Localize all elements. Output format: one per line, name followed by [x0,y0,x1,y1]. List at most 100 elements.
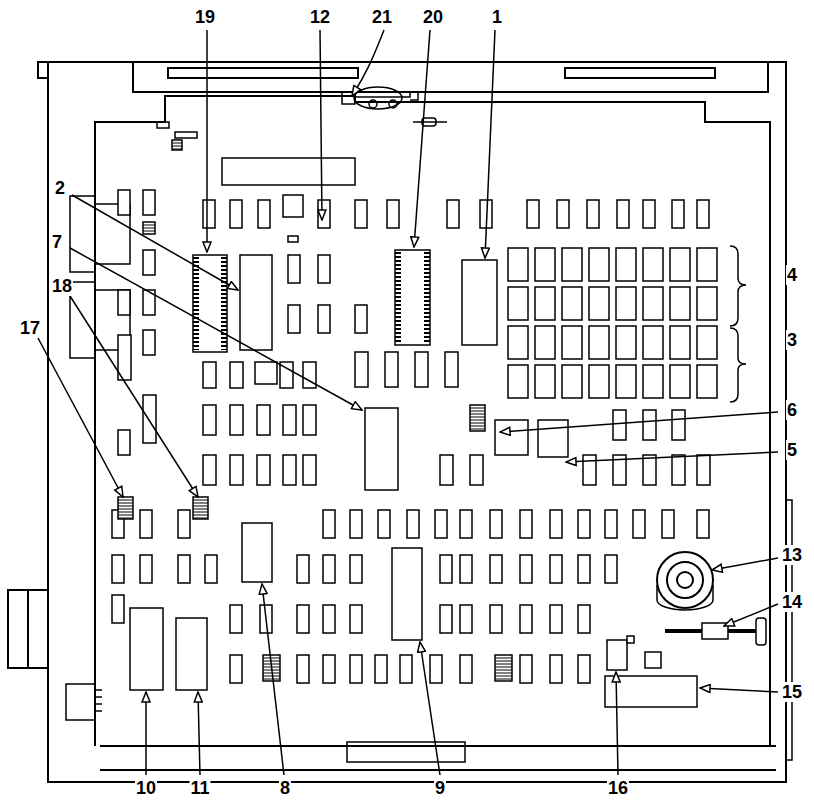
connector-pins [95,690,102,711]
ic-chip [143,395,156,443]
ic-chip [550,605,562,633]
ic-chip [297,655,309,683]
ic-chip [662,510,674,538]
side-bracket [786,500,792,760]
ic-chip [365,408,398,490]
callout-number: 13 [781,545,803,565]
leader-line [320,30,322,220]
ic-chip [697,200,709,228]
ic-chip [589,326,609,359]
ic-chip [230,362,243,388]
screw-symbol [369,100,377,108]
bottom-connector [347,742,465,762]
ic-chip [670,365,690,398]
ic-chip [288,236,298,242]
ic-chip [627,636,634,643]
ic-chip [589,248,609,281]
top-slot [565,68,715,78]
ic-chip [203,455,216,485]
callout-number: 15 [781,682,803,702]
dip-body [143,222,155,234]
ic-chip [672,410,685,440]
ic-chip [605,555,617,583]
leader-line [420,642,440,775]
ic-chip [440,455,453,485]
ic-chip [318,305,330,333]
leader-line [262,584,284,775]
ic-chip [242,523,272,582]
speaker-ring [677,572,693,588]
socket-pins [398,252,427,343]
dip-stripes [172,143,182,149]
ic-chip [633,510,645,538]
ic-chip [490,605,502,633]
ic-chip [297,555,309,583]
leader-lines [38,30,778,775]
ic-chip [550,555,562,583]
leader-line [70,296,198,497]
ic-chip [697,365,717,398]
socket-body [395,250,430,345]
ic-chip [230,200,242,228]
dip-stripes [495,658,512,679]
ic-chip [303,455,316,485]
ic-chip [283,405,296,435]
ic-chip [415,352,428,387]
leader-line [72,195,238,290]
callout-number: 7 [51,232,63,252]
ic-chip [350,655,362,683]
ic-chip [445,352,458,387]
leader-line [70,248,362,410]
callout-number: 4 [786,265,798,285]
jumper-trace [355,92,418,100]
ic-chip [490,510,502,538]
ic-chip [230,605,242,633]
ic-chip [605,510,617,538]
ic-chip [643,410,656,440]
ic-chip [460,510,472,538]
ic-chip [587,200,599,228]
ic-chip [203,405,216,435]
callout-number: 6 [786,400,798,420]
callout-number: 11 [189,778,210,798]
dip-stripes [193,500,208,518]
ic-chip [643,365,663,398]
ic-chip [616,248,636,281]
ic-chip [697,510,709,538]
dip-switch [118,497,133,519]
ic-chip [616,365,636,398]
ic-chip [697,287,717,320]
dip-switch [470,405,485,431]
ic-chip [470,455,483,485]
ic-chip [430,655,442,683]
chip-socket [193,255,227,352]
dip-stripes [118,500,133,518]
ic-chip [178,555,190,583]
ic-chip [589,365,609,398]
ic-chip [643,200,655,228]
chip-socket [395,250,430,345]
ic-chip [257,455,270,485]
group-bracket [730,246,746,326]
leader-line [616,672,618,775]
ic-chip [697,326,717,359]
ic-chip [578,605,590,633]
ic-chip [112,595,124,623]
ic-chip [178,510,190,538]
ic-chip [140,555,152,583]
callout-number: 21 [371,7,393,27]
dip-switch [193,497,208,519]
dip-switch [143,222,155,234]
ic-chip [323,555,335,583]
ic-chip [118,190,130,215]
ic-chip [350,555,362,583]
ic-chip [527,200,539,228]
ic-chip [323,510,335,538]
ic-chip [605,676,697,707]
ic-chip [616,326,636,359]
ic-chip [508,365,528,398]
ic-chip [407,510,419,538]
ic-chip [385,352,398,387]
ic-chip [283,455,296,485]
